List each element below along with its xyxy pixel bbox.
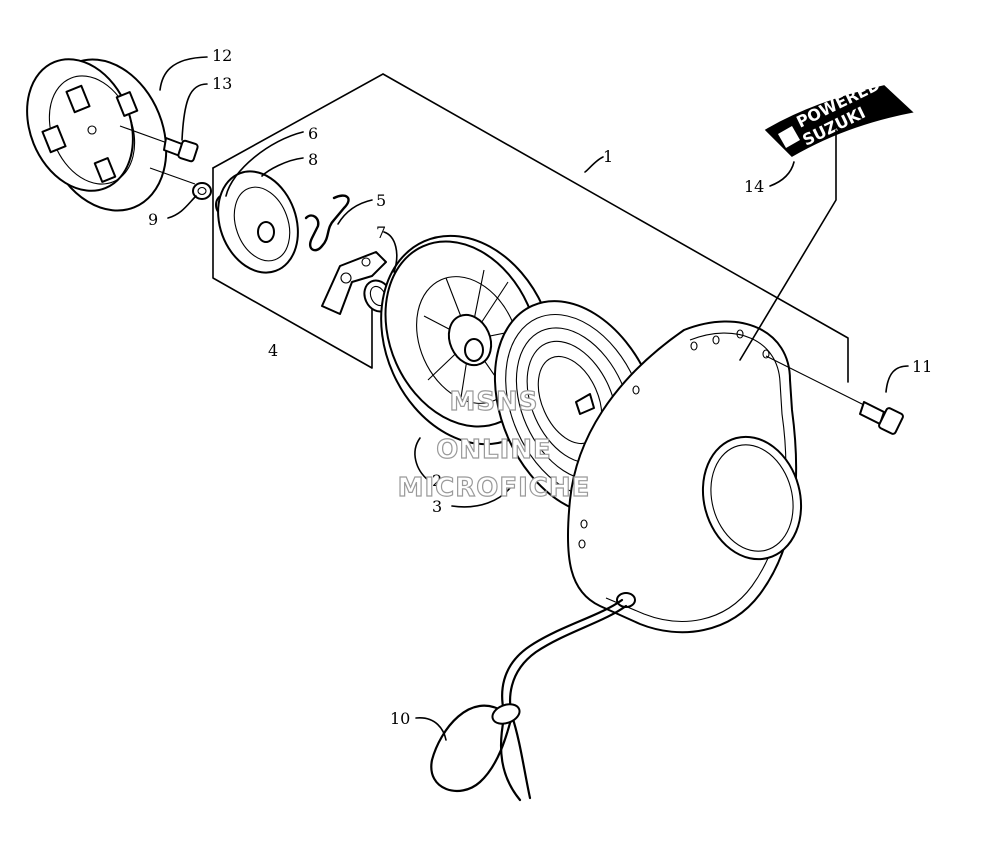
leader-lines <box>159 56 909 741</box>
callout-10: 10 <box>390 709 410 728</box>
assembly-bracket-1 <box>212 73 849 383</box>
starter-rope-part-10 <box>430 598 628 802</box>
return-spring-part-5 <box>304 194 350 252</box>
watermark: MSNS ONLINE MICROFICHE <box>397 386 591 503</box>
callout-9: 9 <box>148 210 158 229</box>
callout-2: 2 <box>432 471 442 490</box>
callout-6: 6 <box>308 124 318 143</box>
watermark-line3: MICROFICHE <box>398 473 591 503</box>
callout-5: 5 <box>376 191 386 210</box>
callout-11: 11 <box>912 357 932 376</box>
callout-13: 13 <box>212 74 232 93</box>
callout-4: 4 <box>268 341 278 360</box>
starter-cup-part-12 <box>26 58 168 212</box>
watermark-line2: ONLINE <box>436 435 552 465</box>
callout-12: 12 <box>212 46 232 65</box>
bolt-part-13 <box>119 125 199 163</box>
callout-labels: 12 13 1 6 8 9 5 7 4 2 3 11 14 10 <box>148 46 932 728</box>
bolt-part-11 <box>765 355 904 435</box>
friction-plate-part-8 <box>217 170 299 274</box>
callout-8: 8 <box>308 150 318 169</box>
suzuki-decal-part-14: POWERED BY SUZUKI <box>764 62 914 157</box>
assembly-bracket-4 <box>212 167 373 369</box>
nut-part-9 <box>149 167 212 200</box>
watermark-line1: MSNS <box>449 387 538 417</box>
callout-3: 3 <box>432 497 442 516</box>
starter-case-housing <box>566 320 803 634</box>
callout-7: 7 <box>376 223 386 242</box>
ratchet-pawl <box>321 251 387 315</box>
callout-14: 14 <box>744 177 764 196</box>
callout-1: 1 <box>603 147 613 166</box>
